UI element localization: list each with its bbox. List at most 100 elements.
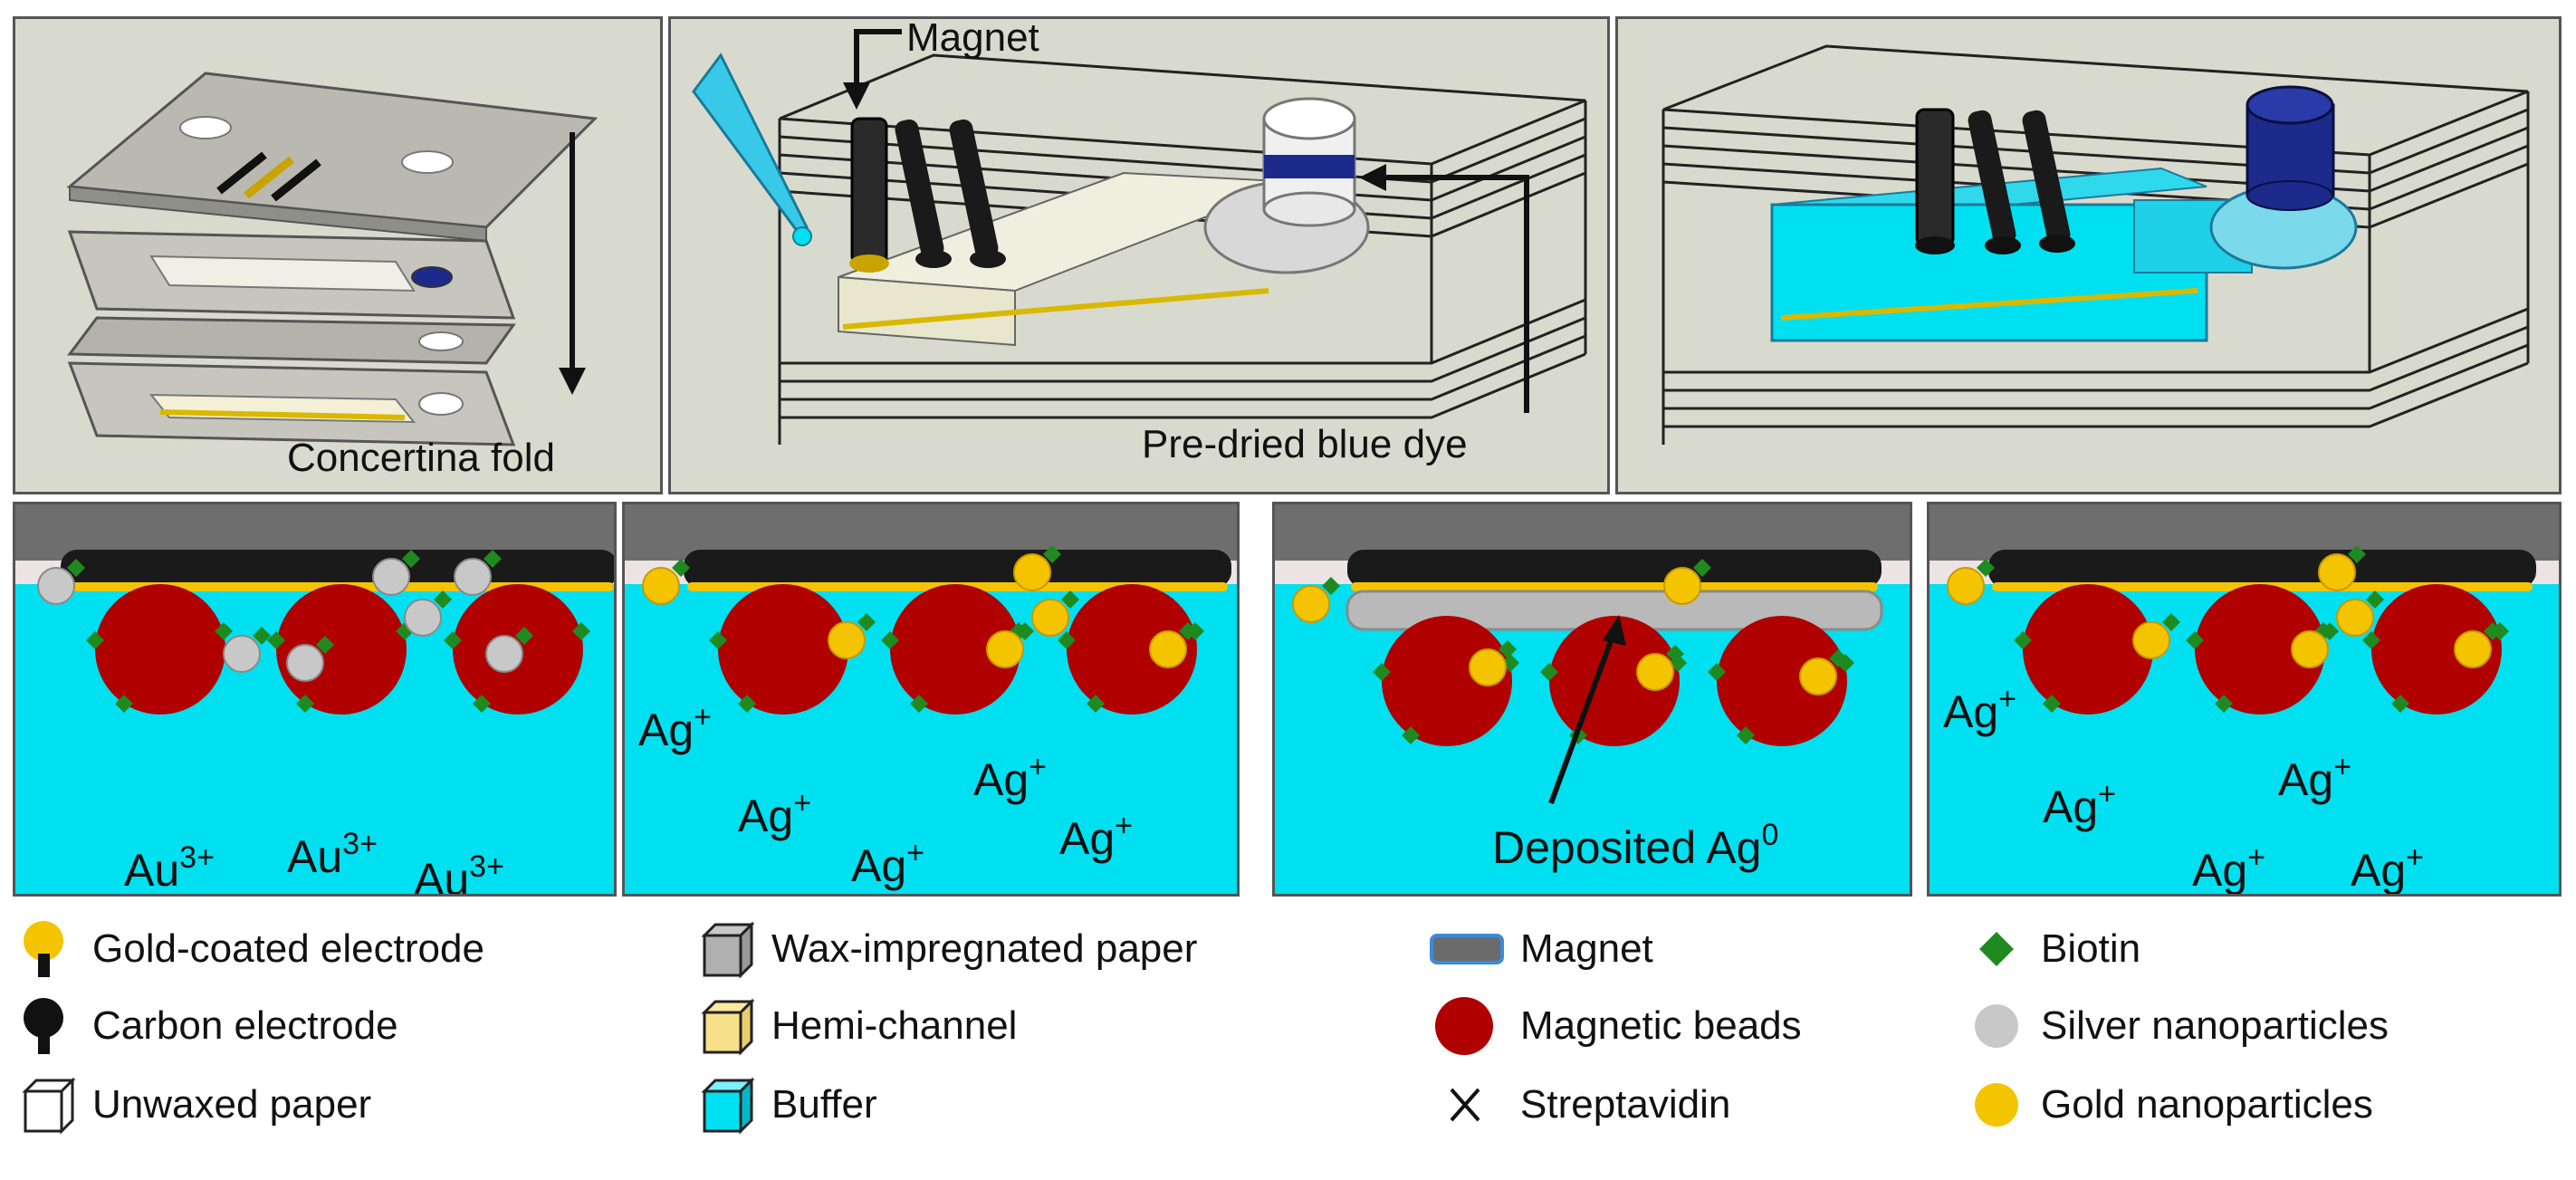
fold-label: Concertina fold	[287, 436, 555, 480]
biotin-link	[1540, 663, 1558, 681]
dye-pointer	[1377, 175, 1529, 413]
gold-nanoparticle	[1663, 567, 1701, 605]
gold-nanoparticle	[642, 567, 680, 605]
biotin-link	[572, 622, 590, 640]
legend-streptavidin: Streptavidin	[1426, 1073, 1730, 1137]
ion-label: Ag+	[638, 700, 713, 755]
hole-icon	[179, 116, 232, 139]
biotin	[402, 550, 420, 568]
schematic-1	[625, 504, 1237, 894]
electrode	[1988, 550, 2536, 588]
biotin-link	[910, 695, 928, 713]
biotin-link	[2186, 631, 2204, 649]
device-panel: Magnet Pre-dried blue dye	[668, 16, 1610, 494]
ion-label: Ag+	[1059, 809, 1134, 864]
schematic-2	[1275, 504, 1910, 894]
wax-paper-icon	[701, 921, 755, 979]
au-panel: Au3+ Au3+ Au3+	[13, 502, 617, 897]
deposit-panel: Deposited Ag0	[1272, 502, 1912, 897]
gold-nanoparticle	[2291, 630, 2329, 668]
magnetic-bead	[890, 584, 1020, 715]
biotin-link	[473, 695, 491, 713]
magnetic-bead	[1067, 584, 1197, 715]
gold-nanoparticle	[2454, 630, 2492, 668]
blue-dye-band	[1264, 155, 1355, 178]
magnetic-bead	[95, 584, 225, 715]
magnetic-bead	[276, 584, 407, 715]
biotin	[2484, 622, 2502, 640]
ion-label: Au3+	[414, 849, 504, 897]
biotin	[1061, 590, 1079, 609]
biotin-link	[2043, 695, 2061, 713]
biotin	[1693, 559, 1711, 577]
magnet-icon	[1430, 934, 1504, 964]
legend-biotin: Biotin	[1965, 917, 2140, 981]
ion-label: Ag+	[2278, 750, 2352, 805]
ion-label: Ag+	[973, 750, 1048, 805]
silver-nanoparticle	[223, 635, 261, 673]
legend-magnetic-beads: Magnetic beads	[1426, 994, 1802, 1058]
biotin-link	[709, 631, 727, 649]
gold-nanoparticle	[1013, 553, 1051, 591]
biotin	[1829, 649, 1847, 667]
silver-nanoparticle	[372, 558, 410, 596]
silver-nanoparticle	[286, 644, 324, 682]
biotin-link	[2391, 695, 2409, 713]
silver-nanoparticle	[404, 599, 442, 637]
silver-nanoparticle	[37, 567, 75, 605]
legend-gold-electrode: Gold-coated electrode	[16, 917, 484, 981]
gold-coating	[1351, 582, 1878, 591]
streptavidin-icon	[1450, 1088, 1480, 1122]
magnet-label: Magnet	[906, 16, 1039, 60]
biotin	[1666, 645, 1684, 663]
biotin	[672, 559, 690, 577]
schematic-0	[15, 504, 614, 894]
biotin-link	[2215, 695, 2233, 713]
ion-label: Au3+	[124, 840, 215, 896]
unwaxed-paper-icon	[22, 1077, 76, 1135]
gold-nanoparticle	[2132, 621, 2170, 659]
ion-label: Ag+	[851, 836, 925, 891]
biotin-link	[296, 695, 314, 713]
biotin	[253, 627, 271, 645]
silver-nanoparticle	[485, 635, 523, 673]
gold-nanoparticle	[1469, 648, 1507, 686]
gold-electrode-icon	[24, 921, 63, 977]
biotin	[857, 613, 876, 631]
gold-nanoparticle	[1149, 630, 1187, 668]
magnetic-bead	[718, 584, 848, 715]
legend-carbon-electrode: Carbon electrode	[16, 994, 398, 1058]
filled-device-panel	[1615, 16, 2562, 494]
biotin-link	[267, 631, 285, 649]
biotin-link	[738, 695, 756, 713]
magnetic-bead	[1382, 616, 1512, 746]
magnetic-bead	[2195, 584, 2325, 715]
ion-label: Au3+	[287, 827, 378, 882]
legend-silver-np: Silver nanoparticles	[1965, 994, 2389, 1058]
biotin	[1016, 622, 1034, 640]
biotin-icon	[1979, 932, 2014, 966]
legend-magnet: Magnet	[1426, 917, 1653, 981]
electrode	[684, 550, 1231, 588]
gold-electrode-icon	[850, 117, 888, 265]
pipette-icon	[692, 53, 809, 234]
legend-wax-paper: Wax-impregnated paper	[695, 917, 1197, 981]
biotin-link	[1058, 631, 1076, 649]
buffer-icon	[701, 1077, 755, 1135]
silver-nanoparticle	[454, 558, 492, 596]
biotin	[1322, 577, 1340, 595]
gold-nanoparticle	[2336, 599, 2374, 637]
biotin-link	[215, 622, 233, 640]
gold-nanoparticle	[1031, 599, 1069, 637]
fold-illustration	[66, 72, 599, 446]
ion-label: Ag+	[2192, 840, 2266, 896]
biotin	[2348, 545, 2366, 563]
gold-nanoparticle	[986, 630, 1024, 668]
ag-panel-final: Ag+Ag+Ag+Ag+Ag+	[1927, 502, 2562, 897]
biotin	[2321, 622, 2339, 640]
gold-nanoparticle-icon	[1975, 1083, 2018, 1127]
magnetic-bead-icon	[1435, 997, 1493, 1055]
biotin-link	[444, 631, 462, 649]
biotin	[2366, 590, 2384, 609]
deposit-pointer	[1548, 629, 1617, 805]
